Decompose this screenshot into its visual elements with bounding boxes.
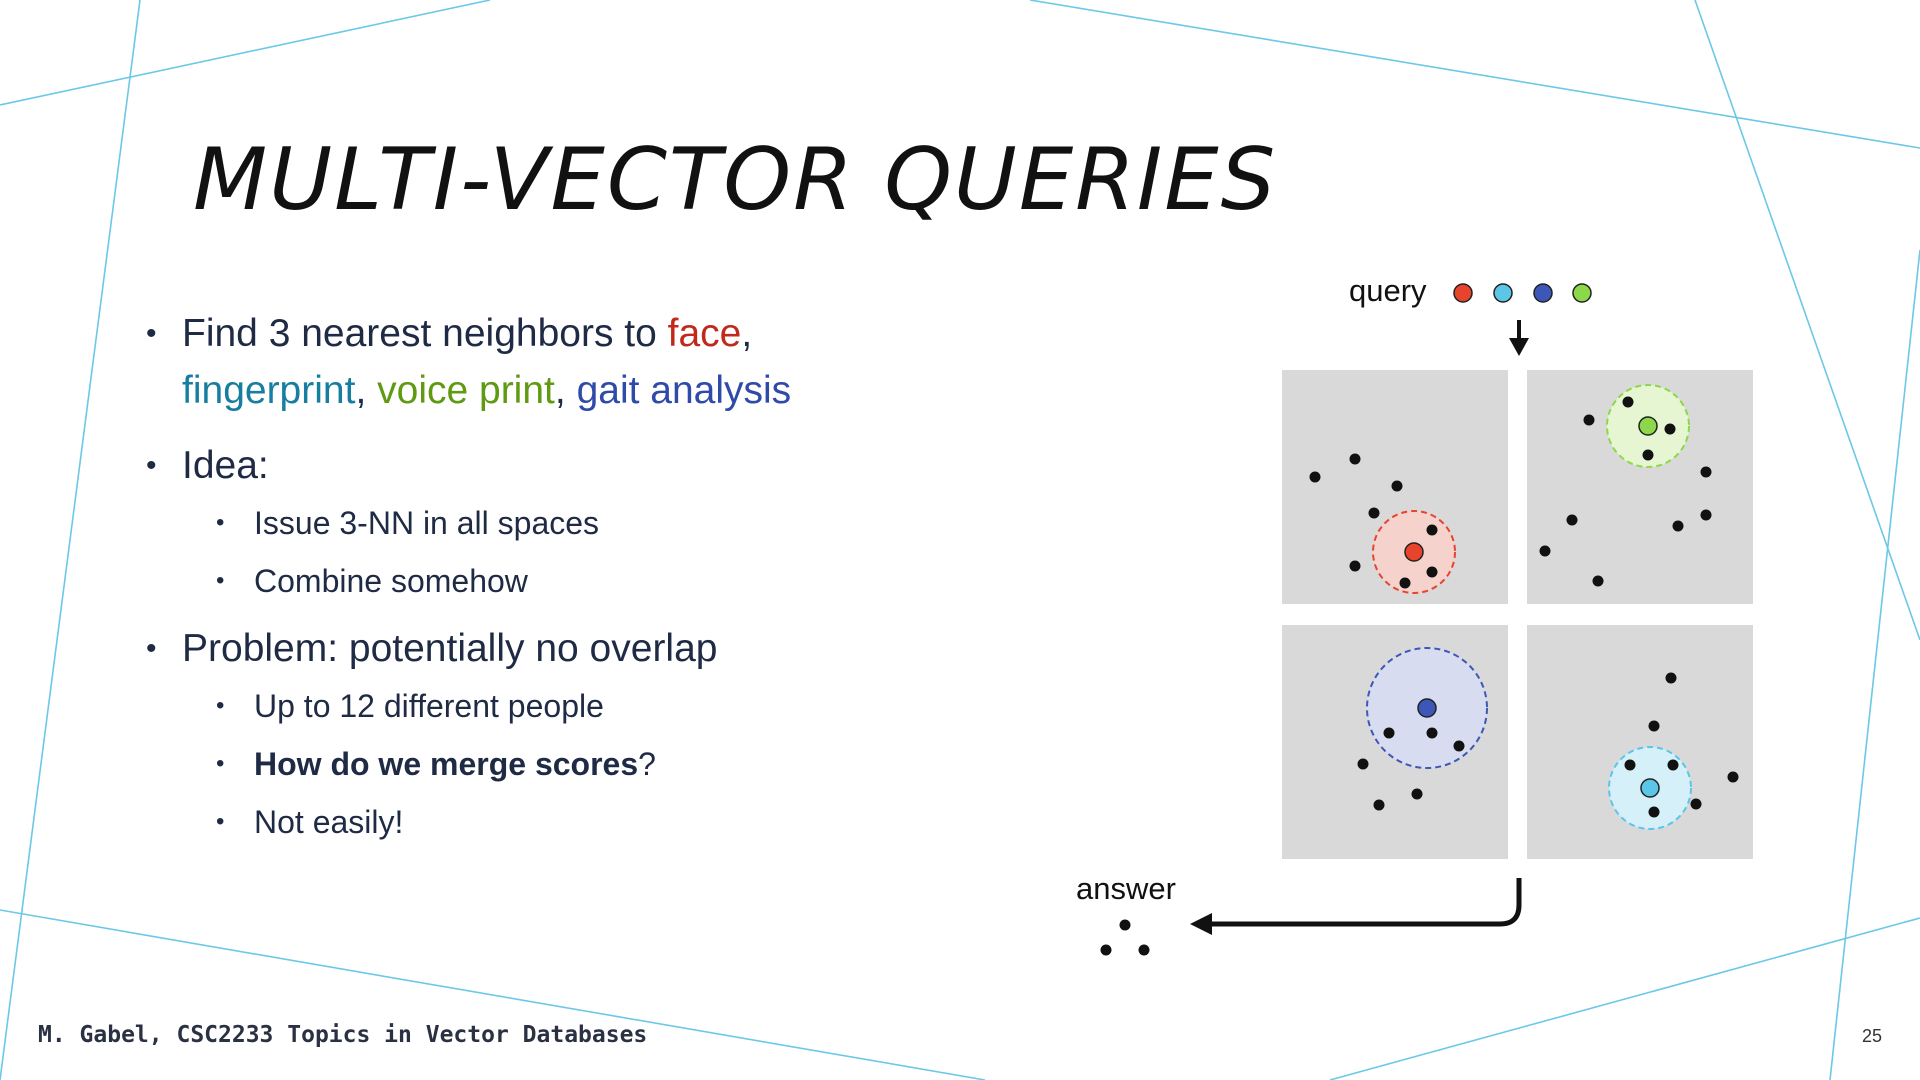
bullet-text-bold: How do we merge scores (254, 746, 639, 782)
comma: , (554, 369, 566, 412)
sub-bullet-combine: • Combine somehow (140, 552, 960, 610)
panel-fingerprint-space (1527, 625, 1753, 859)
bullet-dot: • (146, 317, 157, 350)
answer-label: answer (1076, 871, 1176, 906)
bullet-text: Not easily! (254, 804, 404, 840)
bullet-text: Combine somehow (254, 563, 528, 599)
bullet-dot: • (216, 692, 225, 719)
query-point-gait (1533, 283, 1553, 303)
sub-bullet-merge-scores: • How do we merge scores? (140, 735, 960, 793)
comma: , (355, 369, 367, 412)
footer-credit: M. Gabel, CSC2233 Topics in Vector Datab… (38, 1022, 648, 1048)
bullet-list: • Find 3 nearest neighbors to face, fing… (140, 305, 960, 851)
bullet-problem: • Problem: potentially no overlap (140, 620, 960, 677)
bullet-text: ? (638, 746, 656, 782)
bullet-find-neighbors: • Find 3 nearest neighbors to face, fing… (140, 305, 960, 419)
query-point-fingerprint (1493, 283, 1513, 303)
bullet-dot: • (146, 449, 157, 482)
term-face: face (667, 312, 742, 355)
panel-gait-space (1282, 625, 1508, 859)
bullet-text: Find 3 nearest neighbors to (182, 312, 668, 355)
query-point-face (1453, 283, 1473, 303)
answer-points (1100, 919, 1150, 956)
term-fingerprint: fingerprint (182, 369, 356, 412)
query-label: query (1349, 273, 1427, 308)
bullet-idea: • Idea: (140, 437, 960, 494)
bullet-text: Idea: (182, 444, 269, 487)
sub-bullet-issue: • Issue 3-NN in all spaces (140, 494, 960, 552)
slide-title: MULTI-VECTOR QUERIES (193, 130, 1278, 230)
down-arrow-icon (1509, 320, 1529, 356)
sub-bullet-not-easily: • Not easily! (140, 793, 960, 851)
query-point-voice (1572, 283, 1592, 303)
bullet-dot: • (146, 632, 157, 665)
page-number: 25 (1862, 1026, 1883, 1046)
bullet-dot: • (216, 808, 225, 835)
panel-face-space (1282, 370, 1508, 604)
bullet-text: Problem: potentially no overlap (182, 627, 718, 670)
comma: , (741, 312, 753, 355)
sub-bullet-up-to-12: • Up to 12 different people (140, 677, 960, 735)
bullet-dot: • (216, 750, 225, 777)
bullet-dot: • (216, 509, 225, 536)
bullet-text: Up to 12 different people (254, 688, 604, 724)
term-voice-print: voice print (377, 369, 555, 412)
bullet-text: Issue 3-NN in all spaces (254, 505, 600, 541)
answer-arrow-icon (1190, 878, 1522, 935)
panel-voice-space (1527, 370, 1753, 604)
bullet-dot: • (216, 567, 225, 594)
term-gait-analysis: gait analysis (576, 369, 792, 412)
